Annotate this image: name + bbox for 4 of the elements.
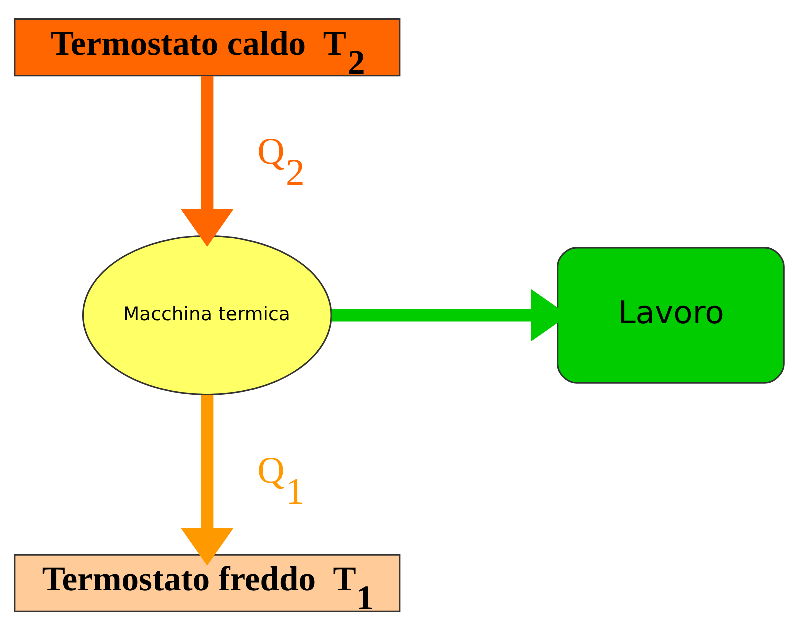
node-box: Lavoro — [557, 246, 785, 384]
node-ellipse: Macchina termica — [82, 234, 332, 396]
arrow — [181, 394, 234, 566]
arrow — [181, 75, 234, 246]
